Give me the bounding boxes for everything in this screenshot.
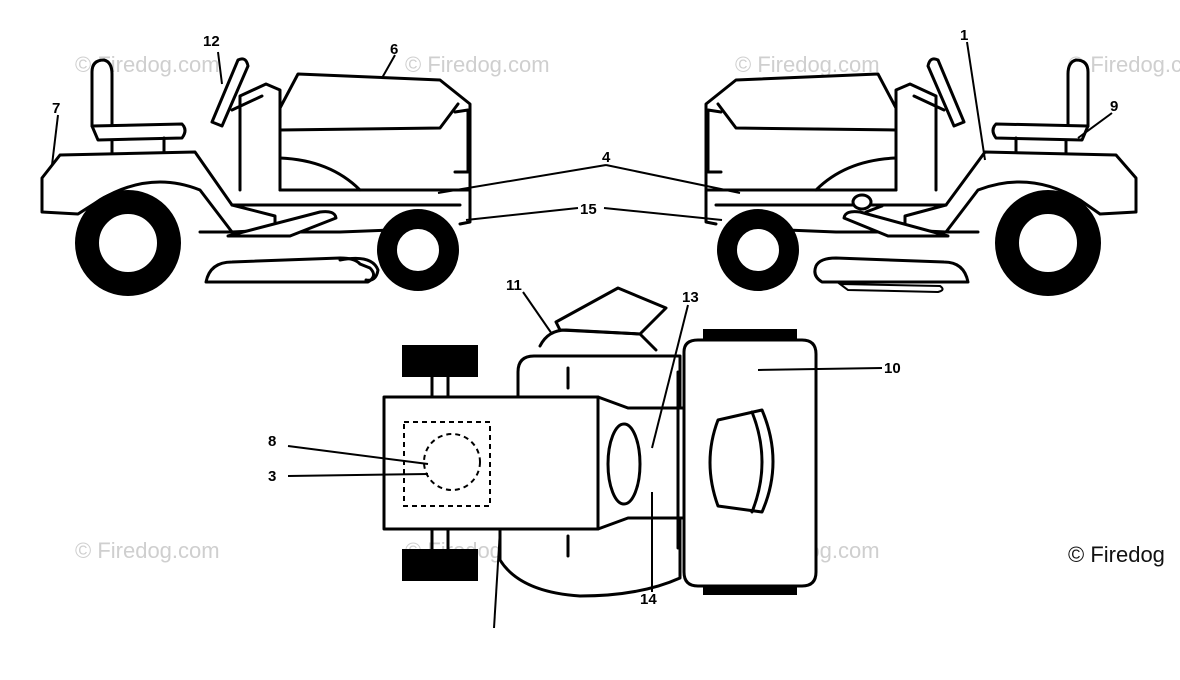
leader-10 [757,367,883,371]
leader-8 [287,445,429,465]
watermark-3: © Firedog.com [735,52,880,77]
left-hood-line [278,102,460,132]
right-hood-curve [814,156,898,192]
leader-lines [51,41,1113,629]
top-rear-axle [430,374,450,552]
watermark-8: © Firedog [1068,542,1165,567]
right-deck-skirt [836,282,944,294]
leader-7 [51,114,59,166]
right-rear-hub [1017,212,1079,274]
top-front-tire-lower [703,585,797,595]
leader-12 [217,51,223,85]
callout-4: 4 [602,149,611,166]
right-steering-column [912,94,946,112]
callout-1: 1 [960,27,968,44]
callout-11: 11 [506,277,522,294]
right-front-hub [735,227,781,273]
top-hood-oval [708,408,775,514]
left-dash [238,82,282,192]
right-rear-fender [903,150,1138,234]
callout-13: 13 [682,289,699,306]
callout-10: 10 [884,360,901,377]
watermark-5: © Firedog.com [75,538,220,563]
right-hood-line [716,102,898,132]
right-dash [894,82,938,192]
left-seat-cushion [90,122,187,142]
leader-1 [966,41,986,161]
callout-7: 7 [52,100,60,117]
top-rear-tire-upper [402,345,478,377]
leader-15 [465,207,723,221]
top-chute-base [538,328,658,352]
top-discharge-chute [554,286,668,336]
right-mower-deck [813,256,970,284]
right-hood [704,72,898,192]
right-seat-cushion [991,122,1090,142]
left-side-view [40,57,472,296]
top-rear-tire-lower [402,549,478,581]
left-mower-deck [204,256,375,284]
top-decal-circle [423,433,481,491]
leader-6 [381,54,396,79]
callout-9: 9 [1110,98,1118,115]
top-steering-wheel [606,422,642,506]
right-lift-lever [864,204,884,214]
leader-unlabeled [493,529,501,629]
left-hood [278,72,472,192]
left-footrest [226,210,338,238]
right-seat-back [1066,58,1090,128]
left-hood-grille [453,108,470,174]
left-steering-wheel [210,57,250,128]
leader-13 [651,304,689,449]
right-steering-wheel [926,57,966,128]
left-steering-column [230,94,264,112]
top-hood-oval-inner [750,410,764,514]
left-deck-spout [338,256,380,282]
left-rear-hub [97,212,159,274]
leader-11 [522,291,553,335]
callout-numbers: 1 3 4 6 7 8 9 10 11 12 13 14 15 [52,27,1118,608]
leader-4 [437,164,741,194]
callout-15: 15 [580,201,597,218]
callout-3: 3 [268,468,276,485]
callout-8: 8 [268,433,276,450]
right-footrest [842,210,950,238]
right-hood-grille [706,108,723,174]
left-hood-curve [278,156,362,192]
right-side-view [704,57,1138,296]
top-decal-square [403,421,491,507]
callout-14: 14 [640,591,657,608]
left-seat-back [90,58,114,128]
leader-3 [287,473,429,477]
callout-12: 12 [203,33,220,50]
callout-6: 6 [390,41,398,58]
left-front-hub [395,227,441,273]
leader-9 [1077,112,1113,139]
top-view [382,286,818,598]
watermark-2: © Firedog.com [405,52,550,77]
right-lever-knob [851,193,873,211]
top-front-tire-upper [703,329,797,341]
